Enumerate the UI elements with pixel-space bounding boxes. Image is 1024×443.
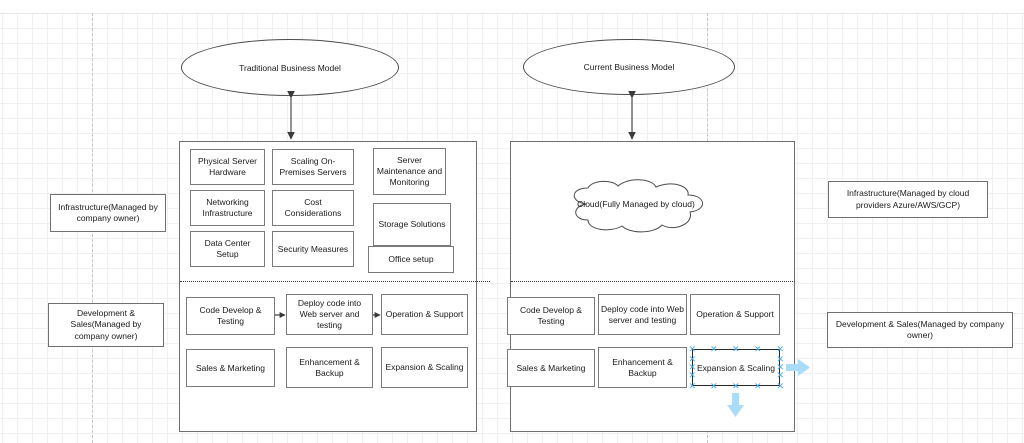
region-label: Development & Sales(Managed by company o… bbox=[835, 318, 1005, 340]
node-cost-considerations[interactable]: Cost Considerations bbox=[272, 190, 354, 226]
node-office-setup[interactable]: Office setup bbox=[368, 246, 454, 273]
node-label: Enhancement & Backup bbox=[299, 356, 360, 378]
selection-handle-icon-e1[interactable]: ✕ bbox=[776, 354, 785, 364]
divider-current bbox=[511, 281, 795, 282]
node-label: Operation & Support bbox=[696, 309, 774, 320]
selection-handle-icon-e[interactable]: ✕ bbox=[776, 362, 785, 372]
node-operation-support-right[interactable]: Operation & Support bbox=[690, 294, 780, 335]
cloud-icon bbox=[573, 179, 703, 233]
selection-handle-icon-n2[interactable]: ✕ bbox=[754, 343, 762, 354]
node-operation-support-left[interactable]: Operation & Support bbox=[381, 294, 468, 335]
node-enhancement-backup-right[interactable]: Enhancement & Backup bbox=[598, 347, 687, 388]
selection-handle-icon-w[interactable]: ✕ bbox=[688, 362, 697, 372]
node-label: Expansion & Scaling bbox=[385, 362, 464, 373]
selection-handle-icon-ne[interactable]: ✕ bbox=[776, 343, 785, 354]
node-label: Deploy code into Web server and testing bbox=[601, 303, 685, 325]
region-infrastructure-cloud-providers[interactable]: Infrastructure(Managed by cloud provider… bbox=[828, 181, 988, 218]
region-development-sales-company-owner[interactable]: Development & Sales(Managed by company o… bbox=[48, 303, 164, 347]
node-storage-solutions[interactable]: Storage Solutions bbox=[373, 203, 451, 246]
node-deploy-code-right[interactable]: Deploy code into Web server and testing bbox=[598, 294, 687, 335]
selection-handle-icon-sw[interactable]: ✕ bbox=[688, 380, 697, 391]
node-code-develop-testing-right[interactable]: Code Develop & Testing bbox=[507, 297, 595, 335]
region-infrastructure-company-owner[interactable]: Infrastructure(Managed by company owner) bbox=[50, 194, 166, 232]
region-label: Infrastructure(Managed by cloud provider… bbox=[846, 188, 970, 210]
node-expansion-scaling-left[interactable]: Expansion & Scaling bbox=[381, 347, 468, 388]
divider-traditional bbox=[180, 281, 490, 282]
node-label: Networking Infrastructure bbox=[202, 197, 253, 218]
node-deploy-code-left[interactable]: Deploy code into Web server and testing bbox=[286, 294, 373, 335]
canvas-top-strip bbox=[0, 0, 1024, 14]
selection-handle-icon-s2[interactable]: ✕ bbox=[754, 380, 762, 391]
node-physical-server-hardware[interactable]: Physical Server Hardware bbox=[190, 149, 265, 185]
node-label: Security Measures bbox=[277, 243, 349, 254]
selection-handle-icon-w2[interactable]: ✕ bbox=[688, 370, 697, 380]
selection-handle-icon-s1[interactable]: ✕ bbox=[710, 380, 718, 391]
node-label: Enhancement & Backup bbox=[612, 356, 673, 378]
selection-handle-icon-n1[interactable]: ✕ bbox=[710, 343, 718, 354]
node-label: Storage Solutions bbox=[378, 219, 446, 230]
region-development-sales-cloud[interactable]: Development & Sales(Managed by company o… bbox=[827, 312, 1013, 348]
selection-handle-icon-s[interactable]: ✕ bbox=[732, 380, 740, 391]
node-security-measures[interactable]: Security Measures bbox=[272, 231, 354, 267]
region-label: Infrastructure(Managed by company owner) bbox=[58, 201, 158, 223]
node-label: Code Develop & Testing bbox=[520, 305, 582, 326]
cloud-shape[interactable]: Cloud(Fully Managed by cloud) bbox=[556, 178, 716, 234]
node-label: Data Center Setup bbox=[204, 238, 251, 259]
node-sales-marketing-left[interactable]: Sales & Marketing bbox=[186, 349, 275, 387]
node-expansion-scaling-right[interactable]: Expansion & Scaling bbox=[692, 349, 780, 386]
title-ellipse-current-label: Current Business Model bbox=[583, 62, 675, 72]
node-networking-infrastructure[interactable]: Networking Infrastructure bbox=[190, 190, 265, 226]
node-label: Deploy code into Web server and testing bbox=[297, 298, 362, 330]
node-label: Cost Considerations bbox=[284, 197, 342, 218]
title-ellipse-traditional[interactable]: Traditional Business Model bbox=[181, 39, 399, 96]
node-label: Server Maintenance and Monitoring bbox=[376, 155, 443, 187]
selection-handle-icon-e2[interactable]: ✕ bbox=[776, 370, 785, 380]
title-ellipse-traditional-label: Traditional Business Model bbox=[239, 62, 341, 73]
node-label: Physical Server Hardware bbox=[197, 156, 258, 177]
selection-handle-icon-w1[interactable]: ✕ bbox=[688, 354, 697, 364]
selection-handle-icon-n[interactable]: ✕ bbox=[732, 343, 740, 354]
node-label: Code Develop & Testing bbox=[199, 305, 262, 326]
node-code-develop-testing-left[interactable]: Code Develop & Testing bbox=[186, 297, 275, 335]
node-scaling-on-premises-servers[interactable]: Scaling On-Premises Servers bbox=[272, 149, 354, 185]
selection-handle-icon-nw[interactable]: ✕ bbox=[688, 343, 697, 354]
selection-handle-icon-se[interactable]: ✕ bbox=[776, 380, 785, 391]
node-enhancement-backup-left[interactable]: Enhancement & Backup bbox=[286, 347, 373, 388]
node-sales-marketing-right[interactable]: Sales & Marketing bbox=[507, 349, 595, 387]
node-label: Scaling On-Premises Servers bbox=[279, 156, 347, 177]
title-ellipse-current[interactable]: Current Business Model bbox=[523, 39, 735, 95]
node-label: Office setup bbox=[388, 254, 434, 265]
node-data-center-setup[interactable]: Data Center Setup bbox=[190, 231, 265, 267]
cloud-label: Cloud(Fully Managed by cloud) bbox=[577, 199, 695, 209]
node-label: Sales & Marketing bbox=[196, 362, 265, 373]
node-server-maintenance-and-monitoring[interactable]: Server Maintenance and Monitoring bbox=[373, 148, 446, 195]
node-label: Sales & Marketing bbox=[516, 362, 586, 373]
node-label: Expansion & Scaling bbox=[697, 362, 775, 373]
region-label: Development & Sales(Managed by company o… bbox=[70, 308, 142, 341]
node-label: Operation & Support bbox=[385, 309, 464, 320]
